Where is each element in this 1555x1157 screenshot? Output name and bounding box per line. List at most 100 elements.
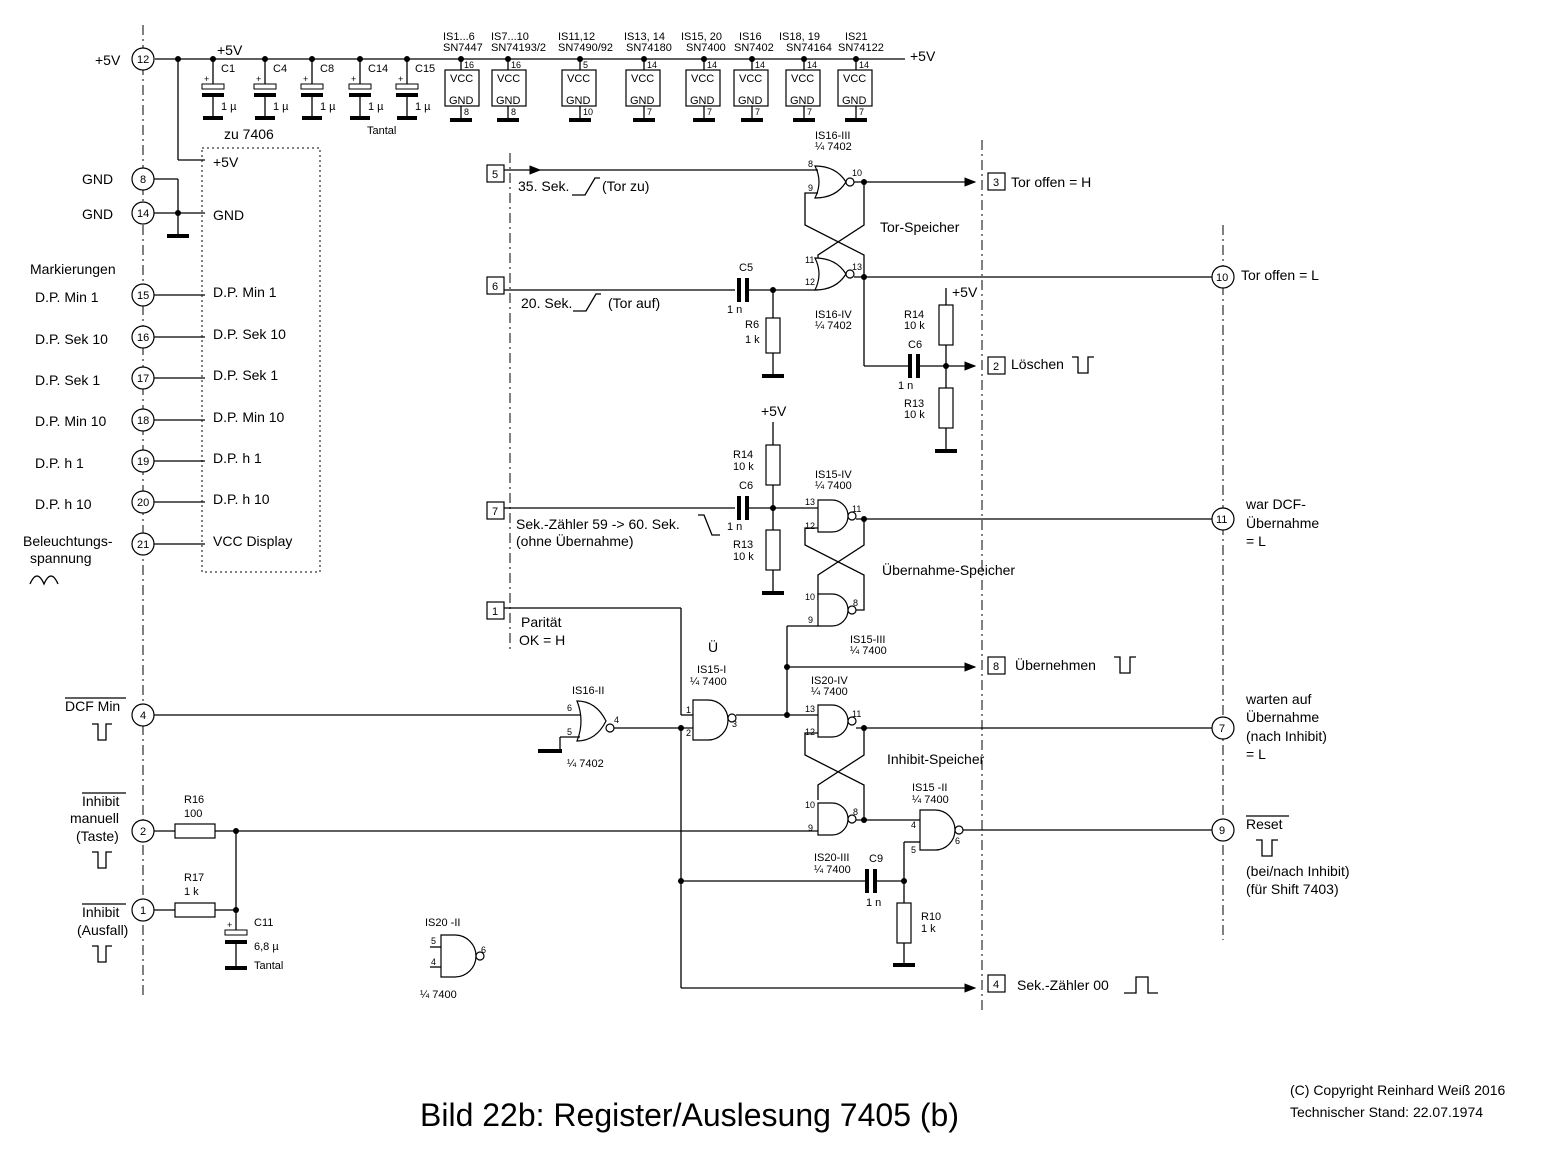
svg-text:C14: C14 xyxy=(368,63,388,75)
svg-text:1 n: 1 n xyxy=(898,380,913,392)
svg-text:¼ 7400: ¼ 7400 xyxy=(690,676,727,688)
svg-text:DCF Min: DCF Min xyxy=(65,698,120,714)
svg-text:VCC: VCC xyxy=(739,73,762,85)
svg-text:+5V: +5V xyxy=(213,154,239,170)
svg-text:GND: GND xyxy=(213,207,244,223)
svg-text:D.P. Sek 10: D.P. Sek 10 xyxy=(35,331,108,347)
svg-text:C5: C5 xyxy=(739,262,753,274)
svg-text:(Tor auf): (Tor auf) xyxy=(608,295,660,311)
svg-text:1 µ: 1 µ xyxy=(273,101,289,113)
pin-label: GND xyxy=(82,206,113,222)
svg-text:5: 5 xyxy=(583,60,588,70)
svg-text:1 µ: 1 µ xyxy=(368,101,384,113)
svg-text:GND: GND xyxy=(566,95,591,107)
svg-text:¼ 7402: ¼ 7402 xyxy=(815,320,852,332)
svg-text:SN74164: SN74164 xyxy=(786,42,832,54)
svg-text:SN74180: SN74180 xyxy=(626,42,672,54)
svg-text:7: 7 xyxy=(807,107,812,117)
nand-gate-is20-4 xyxy=(817,704,849,738)
memory-label: Tor-Speicher xyxy=(880,219,960,235)
svg-text:1: 1 xyxy=(492,606,498,618)
svg-text:Inhibit: Inhibit xyxy=(82,793,119,809)
svg-text:5: 5 xyxy=(431,936,436,946)
ic-block-is15-20: IS15, 20 SN7400 VCC GND 14 7 xyxy=(681,31,726,122)
nand-gate-is20-3 xyxy=(817,802,849,836)
ic-block-is7-10: IS7...10 SN74193/2 VCC GND 16 8 xyxy=(491,31,546,122)
output-boxes: 3 Tor offen = H 2 Löschen 8 Übernehmen 4… xyxy=(987,172,1158,994)
supply-right-label: +5V xyxy=(910,48,936,64)
svg-text:OK = H: OK = H xyxy=(519,632,565,648)
svg-text:spannung: spannung xyxy=(30,550,92,566)
svg-text:manuell: manuell xyxy=(70,810,119,826)
svg-text:Beleuchtungs-: Beleuchtungs- xyxy=(23,533,113,549)
svg-text:10: 10 xyxy=(852,168,862,178)
svg-text:VCC: VCC xyxy=(567,73,590,85)
svg-text:Übernahme: Übernahme xyxy=(1246,708,1319,725)
svg-text:20: 20 xyxy=(137,497,149,509)
svg-text:¼ 7400: ¼ 7400 xyxy=(850,645,887,657)
svg-text:19: 19 xyxy=(137,456,149,468)
svg-text:1 n: 1 n xyxy=(727,304,742,316)
svg-text:SN7490/92: SN7490/92 xyxy=(558,42,613,54)
low-pulse-icon xyxy=(1256,839,1278,857)
memory-label: Übernahme-Speicher xyxy=(882,561,1015,578)
inhibit-input-network: R16 100 R17 1 k + C11 6,8 µ Tantal xyxy=(154,794,818,972)
svg-text:D.P. Min 10: D.P. Min 10 xyxy=(35,413,107,429)
svg-text:C15: C15 xyxy=(415,63,435,75)
svg-text:(für Shift 7403): (für Shift 7403) xyxy=(1246,881,1339,897)
svg-text:1: 1 xyxy=(140,905,146,917)
display-connector-block: zu 7406 +5V GND D.P. Min 1 D.P. Sek 10 D… xyxy=(154,126,321,573)
junction xyxy=(175,210,181,216)
svg-text:1 n: 1 n xyxy=(866,897,881,909)
technical-date: Technischer Stand: 22.07.1974 xyxy=(1290,1104,1483,1120)
svg-text:14: 14 xyxy=(807,60,817,70)
svg-text:5: 5 xyxy=(911,845,916,855)
output-circles: 10 Tor offen = L 11 war DCF- Übernahme =… xyxy=(1211,265,1350,897)
svg-text:4: 4 xyxy=(911,820,916,830)
svg-text:+5V: +5V xyxy=(761,403,787,419)
svg-text:Übernahme: Übernahme xyxy=(1246,514,1319,531)
svg-text:(Taste): (Taste) xyxy=(76,828,119,844)
svg-text:D.P. h 10: D.P. h 10 xyxy=(35,496,92,512)
svg-text:6,8 µ: 6,8 µ xyxy=(254,941,279,953)
svg-text:1 n: 1 n xyxy=(727,521,742,533)
nand-gate-is15-4 xyxy=(817,499,849,533)
markierungen-label: Markierungen xyxy=(30,261,116,277)
svg-text:Ü: Ü xyxy=(708,638,718,655)
svg-text:7: 7 xyxy=(707,107,712,117)
svg-text:¼ 7402: ¼ 7402 xyxy=(815,141,852,153)
svg-text:+: + xyxy=(227,920,232,930)
left-pin-circles: 12 8 GND 14 GND Markierungen 15 D.P. Min… xyxy=(23,47,155,963)
svg-text:12: 12 xyxy=(137,54,149,66)
svg-text:13: 13 xyxy=(805,497,815,507)
svg-text:+: + xyxy=(204,74,209,84)
svg-text:IS20 -II: IS20 -II xyxy=(425,917,460,929)
svg-text:8: 8 xyxy=(853,807,858,817)
low-pulse-icon xyxy=(1114,656,1136,674)
svg-text:15: 15 xyxy=(137,290,149,302)
svg-text:8: 8 xyxy=(140,174,146,186)
svg-text:SN7447: SN7447 xyxy=(443,42,483,54)
svg-text:IS7...10: IS7...10 xyxy=(491,31,529,43)
inhibit-speicher: IS20-IV ¼ 7400 13 12 11 Inhibit-Speicher… xyxy=(804,675,1212,967)
svg-text:R13: R13 xyxy=(904,398,924,410)
svg-text:IS1...6: IS1...6 xyxy=(443,31,475,43)
svg-text:9: 9 xyxy=(808,823,813,833)
svg-text:C11: C11 xyxy=(254,917,273,929)
svg-text:8: 8 xyxy=(993,661,999,673)
svg-text:D.P. h 10: D.P. h 10 xyxy=(213,491,270,507)
svg-text:9: 9 xyxy=(808,183,813,193)
svg-text:IS11,12: IS11,12 xyxy=(558,31,595,43)
svg-text:IS15-III: IS15-III xyxy=(850,634,885,646)
memory-label: Inhibit-Speicher xyxy=(887,751,985,767)
svg-text:11: 11 xyxy=(852,504,861,514)
svg-text:6: 6 xyxy=(492,281,498,293)
supply-cap-c1: + C1 1 µ xyxy=(201,56,237,120)
uebernahme-logic: Ü IS15-I ¼ 7400 1 2 3 IS16-II 6 5 4 ¼ 74… xyxy=(154,638,977,993)
svg-text:6: 6 xyxy=(955,836,960,846)
svg-text:+: + xyxy=(256,74,261,84)
copyright-line: (C) Copyright Reinhard Weiß 2016 xyxy=(1290,1082,1505,1098)
svg-text:4: 4 xyxy=(614,715,619,725)
svg-text:C4: C4 xyxy=(273,63,287,75)
supply-capacitors: + C1 1 µ + C4 1 µ + C8 1 µ xyxy=(201,56,435,137)
